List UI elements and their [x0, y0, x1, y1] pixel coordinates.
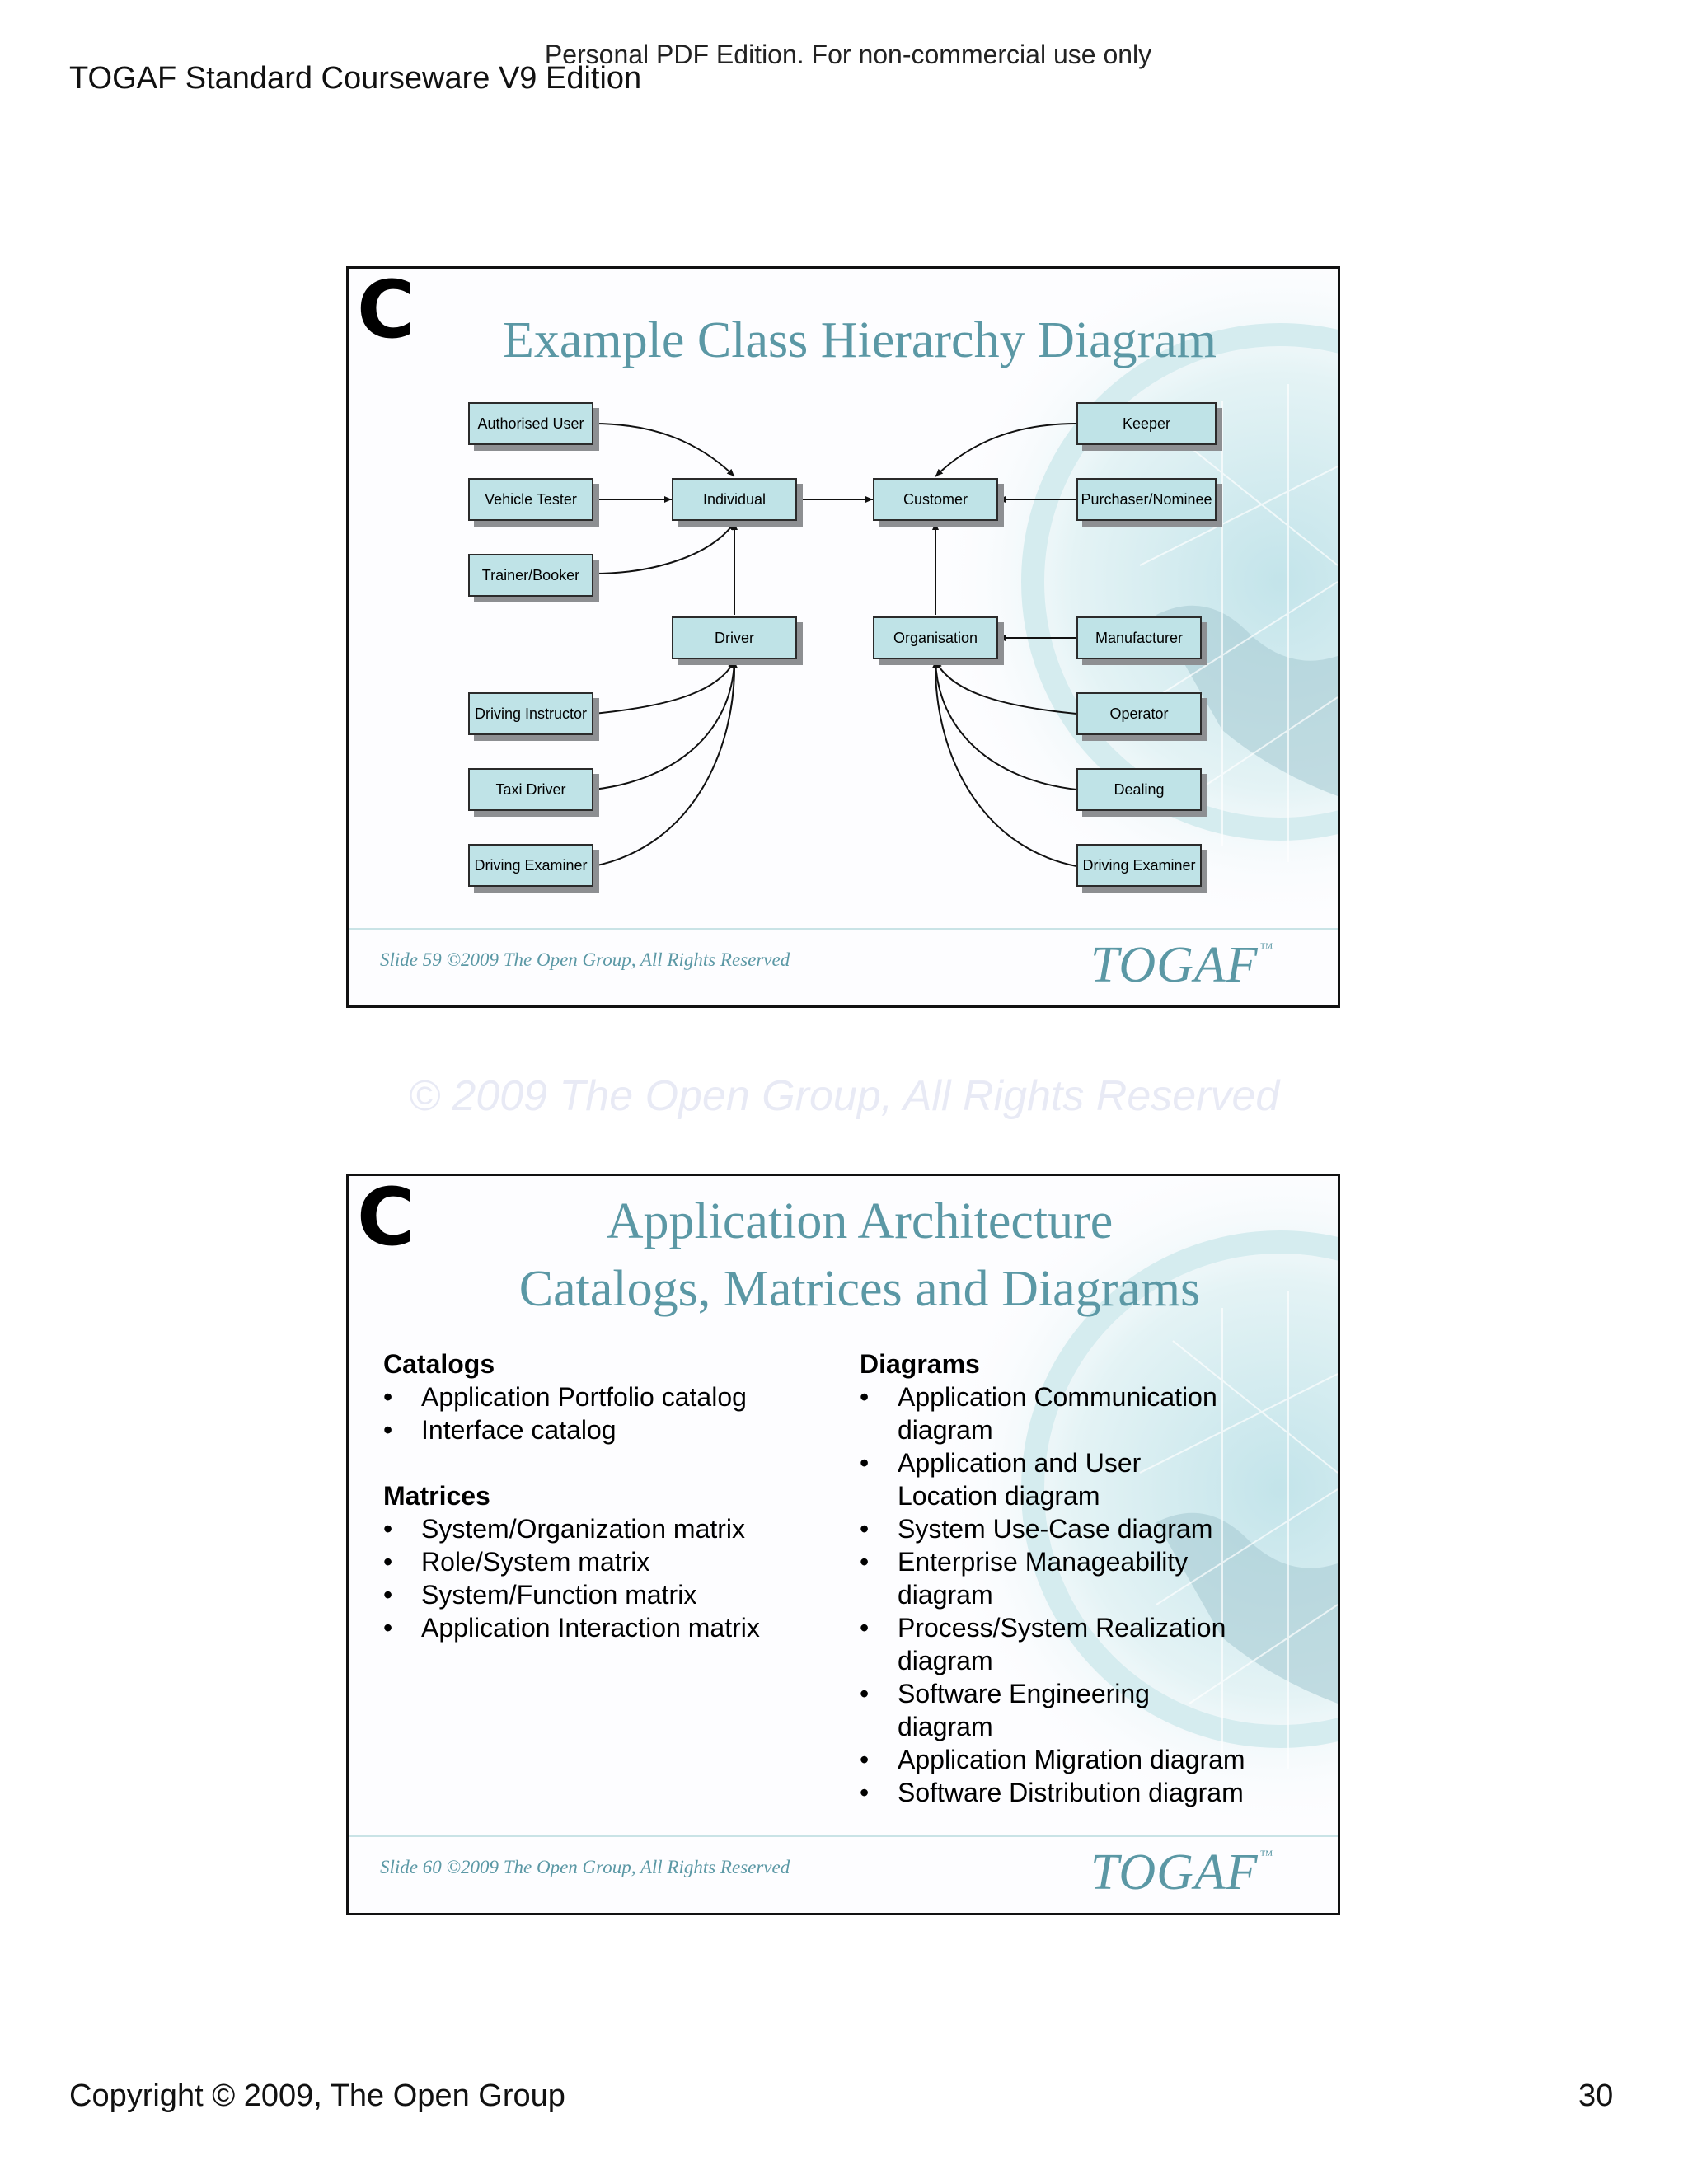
- class-box-trainer-booker: Trainer/Booker: [468, 554, 593, 597]
- slide-59: C Example Class Hierarchy Diagram Author: [346, 266, 1340, 1008]
- connector-authorised-user-individual: [593, 423, 735, 477]
- copyright-watermark: © 2009 The Open Group, All Rights Reserv…: [408, 1072, 1280, 1120]
- slide-footer-text: Slide 59 ©2009 The Open Group, All Right…: [380, 949, 790, 970]
- class-box-organisation: Organisation: [873, 616, 998, 659]
- list-item: System/Function matrix: [383, 1578, 812, 1611]
- list-item: Application Portfolio catalog: [383, 1380, 812, 1413]
- class-box-dealing: Dealing: [1076, 768, 1202, 811]
- class-box-driver: Driver: [672, 616, 797, 659]
- slide-footer-text: Slide 60 ©2009 The Open Group, All Right…: [380, 1857, 790, 1877]
- catalogs-heading: Catalogs: [383, 1349, 495, 1379]
- slide-footer-divider: [349, 1835, 1338, 1837]
- list-item: Interface catalog: [383, 1413, 812, 1446]
- matrices-list: System/Organization matrix Role/System m…: [383, 1512, 812, 1644]
- slide-title: Application Architecture Catalogs, Matri…: [349, 1188, 1338, 1323]
- connector-driving-examiner-organisation: [931, 660, 1077, 867]
- connector-trainer-booker-individual: [593, 522, 735, 574]
- list-item: Role/System matrix: [383, 1545, 812, 1578]
- connector-taxi-driver-driver: [593, 660, 738, 790]
- list-item: Application and User Location diagram: [860, 1446, 1247, 1512]
- class-box-keeper: Keeper: [1076, 402, 1217, 445]
- class-box-operator: Operator: [1076, 692, 1202, 735]
- slide-title: Example Class Hierarchy Diagram: [503, 312, 1217, 368]
- slide-letter-marker: C: [357, 1174, 415, 1263]
- page-footer-copyright: Copyright © 2009, The Open Group: [69, 2079, 565, 2113]
- class-box-taxi-driver: Taxi Driver: [468, 768, 593, 811]
- globe-background-graphic: [926, 269, 1338, 936]
- list-item: Software Distribution diagram: [860, 1776, 1247, 1809]
- slide-title-line-2: Catalogs, Matrices and Diagrams: [518, 1261, 1201, 1317]
- matrices-heading: Matrices: [383, 1481, 490, 1511]
- class-box-individual: Individual: [672, 478, 797, 521]
- list-item: Application Migration diagram: [860, 1743, 1247, 1776]
- list-item: System Use-Case diagram: [860, 1512, 1247, 1545]
- class-box-vehicle-tester: Vehicle Tester: [468, 478, 593, 521]
- slide-title-line-1: Application Architecture: [606, 1193, 1114, 1249]
- list-item: Process/System Realization diagram: [860, 1611, 1247, 1677]
- list-item: Enterprise Manageability diagram: [860, 1545, 1247, 1611]
- catalogs-list: Application Portfolio catalog Interface …: [383, 1380, 812, 1446]
- pdf-edition-watermark: Personal PDF Edition. For non-commercial…: [544, 40, 1152, 69]
- list-item: Application Interaction matrix: [383, 1611, 812, 1644]
- connector-keeper-customer: [935, 423, 1077, 477]
- right-column: Diagrams Application Communication diagr…: [860, 1347, 1305, 1809]
- list-item: Software Engineering diagram: [860, 1677, 1247, 1743]
- slide-letter-marker: C: [357, 266, 415, 356]
- list-item: Application Communication diagram: [860, 1380, 1247, 1446]
- diagrams-heading: Diagrams: [860, 1349, 980, 1379]
- diagrams-list: Application Communication diagram Applic…: [860, 1380, 1247, 1809]
- class-box-driving-instructor: Driving Instructor: [468, 692, 593, 735]
- connector-driving-examiner-driver: [593, 660, 738, 867]
- slide-footer-divider: [349, 928, 1338, 930]
- class-box-authorised-user: Authorised User: [468, 402, 593, 445]
- connector-dealing-organisation: [932, 660, 1077, 790]
- connector-operator-organisation: [935, 660, 1077, 715]
- class-box-driving-examiner-right: Driving Examiner: [1076, 844, 1202, 887]
- list-item: System/Organization matrix: [383, 1512, 812, 1545]
- class-hierarchy-connectors: [593, 423, 1077, 867]
- class-box-customer: Customer: [873, 478, 998, 521]
- left-column: Catalogs Application Portfolio catalog I…: [383, 1347, 812, 1644]
- connector-driving-instructor-driver: [593, 660, 735, 715]
- document-header: TOGAF Standard Courseware V9 Edition: [69, 61, 642, 96]
- class-box-driving-examiner-left: Driving Examiner: [468, 844, 593, 887]
- class-box-purchaser-nominee: Purchaser/Nominee: [1076, 478, 1217, 521]
- class-box-manufacturer: Manufacturer: [1076, 616, 1202, 659]
- slide-60: C Application Architecture Catalogs, Mat…: [346, 1174, 1340, 1915]
- page-number: 30: [1578, 2079, 1614, 2113]
